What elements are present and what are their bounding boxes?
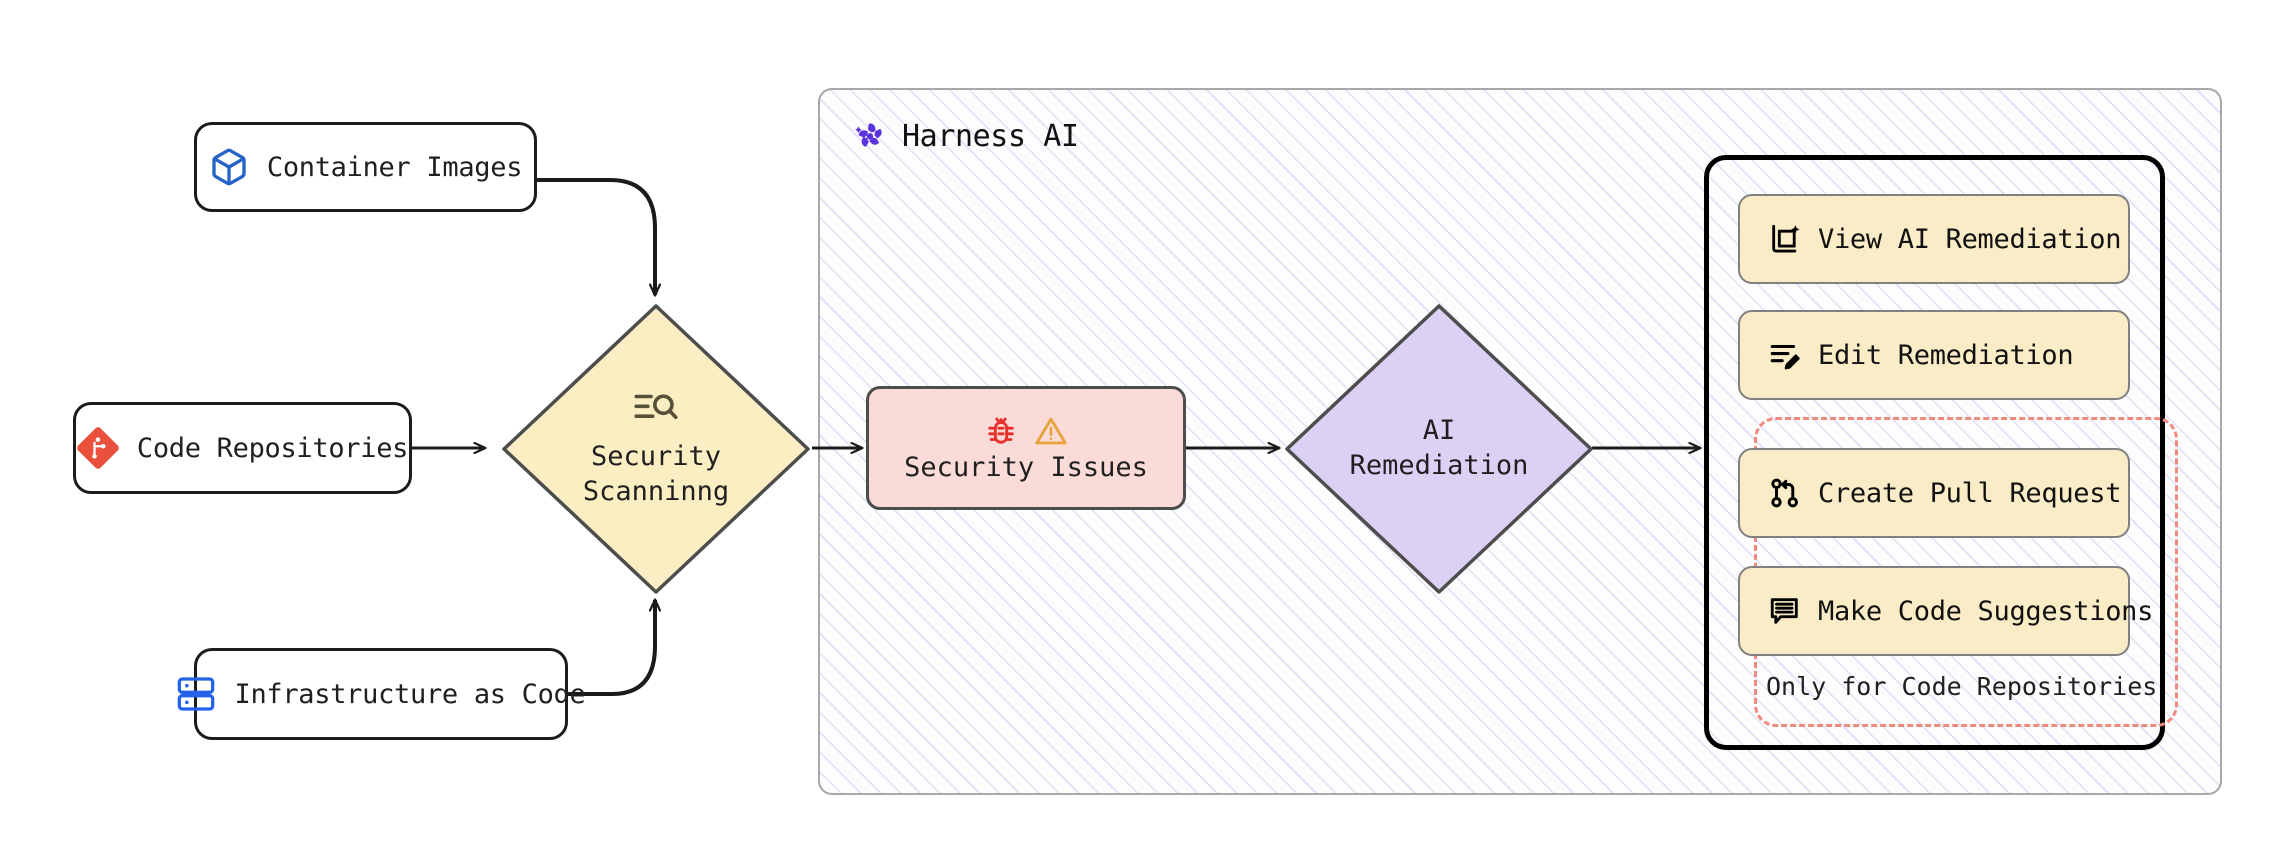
cube-icon <box>209 147 249 187</box>
security-issue-icons <box>984 414 1068 448</box>
actions-caption: Only for Code Repositories <box>1766 672 2158 701</box>
node-code-repositories[interactable]: Code Repositories <box>73 402 412 494</box>
edit-pencil-lines-icon <box>1768 338 1802 372</box>
ai-view-sparkle-icon <box>1768 222 1802 256</box>
edge-container-images-to-scanning <box>537 178 655 295</box>
action-label: Make Code Suggestions <box>1818 595 2154 627</box>
node-label: Infrastructure as Code <box>234 678 586 710</box>
harness-ai-title-label: Harness AI <box>902 118 1079 154</box>
git-pull-request-icon <box>1768 476 1802 510</box>
node-label: Security Issues <box>904 451 1148 483</box>
server-stack-icon <box>176 674 216 714</box>
node-label: Container Images <box>266 151 523 183</box>
comment-lines-icon <box>1768 594 1802 628</box>
node-label: Code Repositories <box>136 432 409 464</box>
warning-triangle-icon <box>1034 414 1068 448</box>
action-label: Create Pull Request <box>1818 477 2122 509</box>
node-container-images[interactable]: Container Images <box>194 122 537 212</box>
harness-ai-logo <box>852 118 888 154</box>
git-repo-icon <box>77 427 119 469</box>
action-make-code-suggestions[interactable]: Make Code Suggestions <box>1738 566 2153 656</box>
action-label: Edit Remediation <box>1818 339 2074 371</box>
action-create-pull-request[interactable]: Create Pull Request <box>1738 448 2130 538</box>
node-security-scanning[interactable]: Security Scanninng <box>498 300 814 598</box>
action-view-ai-remediation[interactable]: View AI Remediation <box>1738 194 2130 284</box>
harness-ai-title: Harness AI <box>852 118 1079 154</box>
action-edit-remediation[interactable]: Edit Remediation <box>1738 310 2130 400</box>
actions-panel <box>1704 155 2165 750</box>
node-ai-remediation[interactable]: AI Remediation <box>1281 300 1597 598</box>
action-label: View AI Remediation <box>1818 223 2122 255</box>
node-security-issues[interactable]: Security Issues <box>866 386 1186 510</box>
node-infrastructure-as-code[interactable]: Infrastructure as Code <box>178 648 586 740</box>
bug-icon <box>984 414 1018 448</box>
